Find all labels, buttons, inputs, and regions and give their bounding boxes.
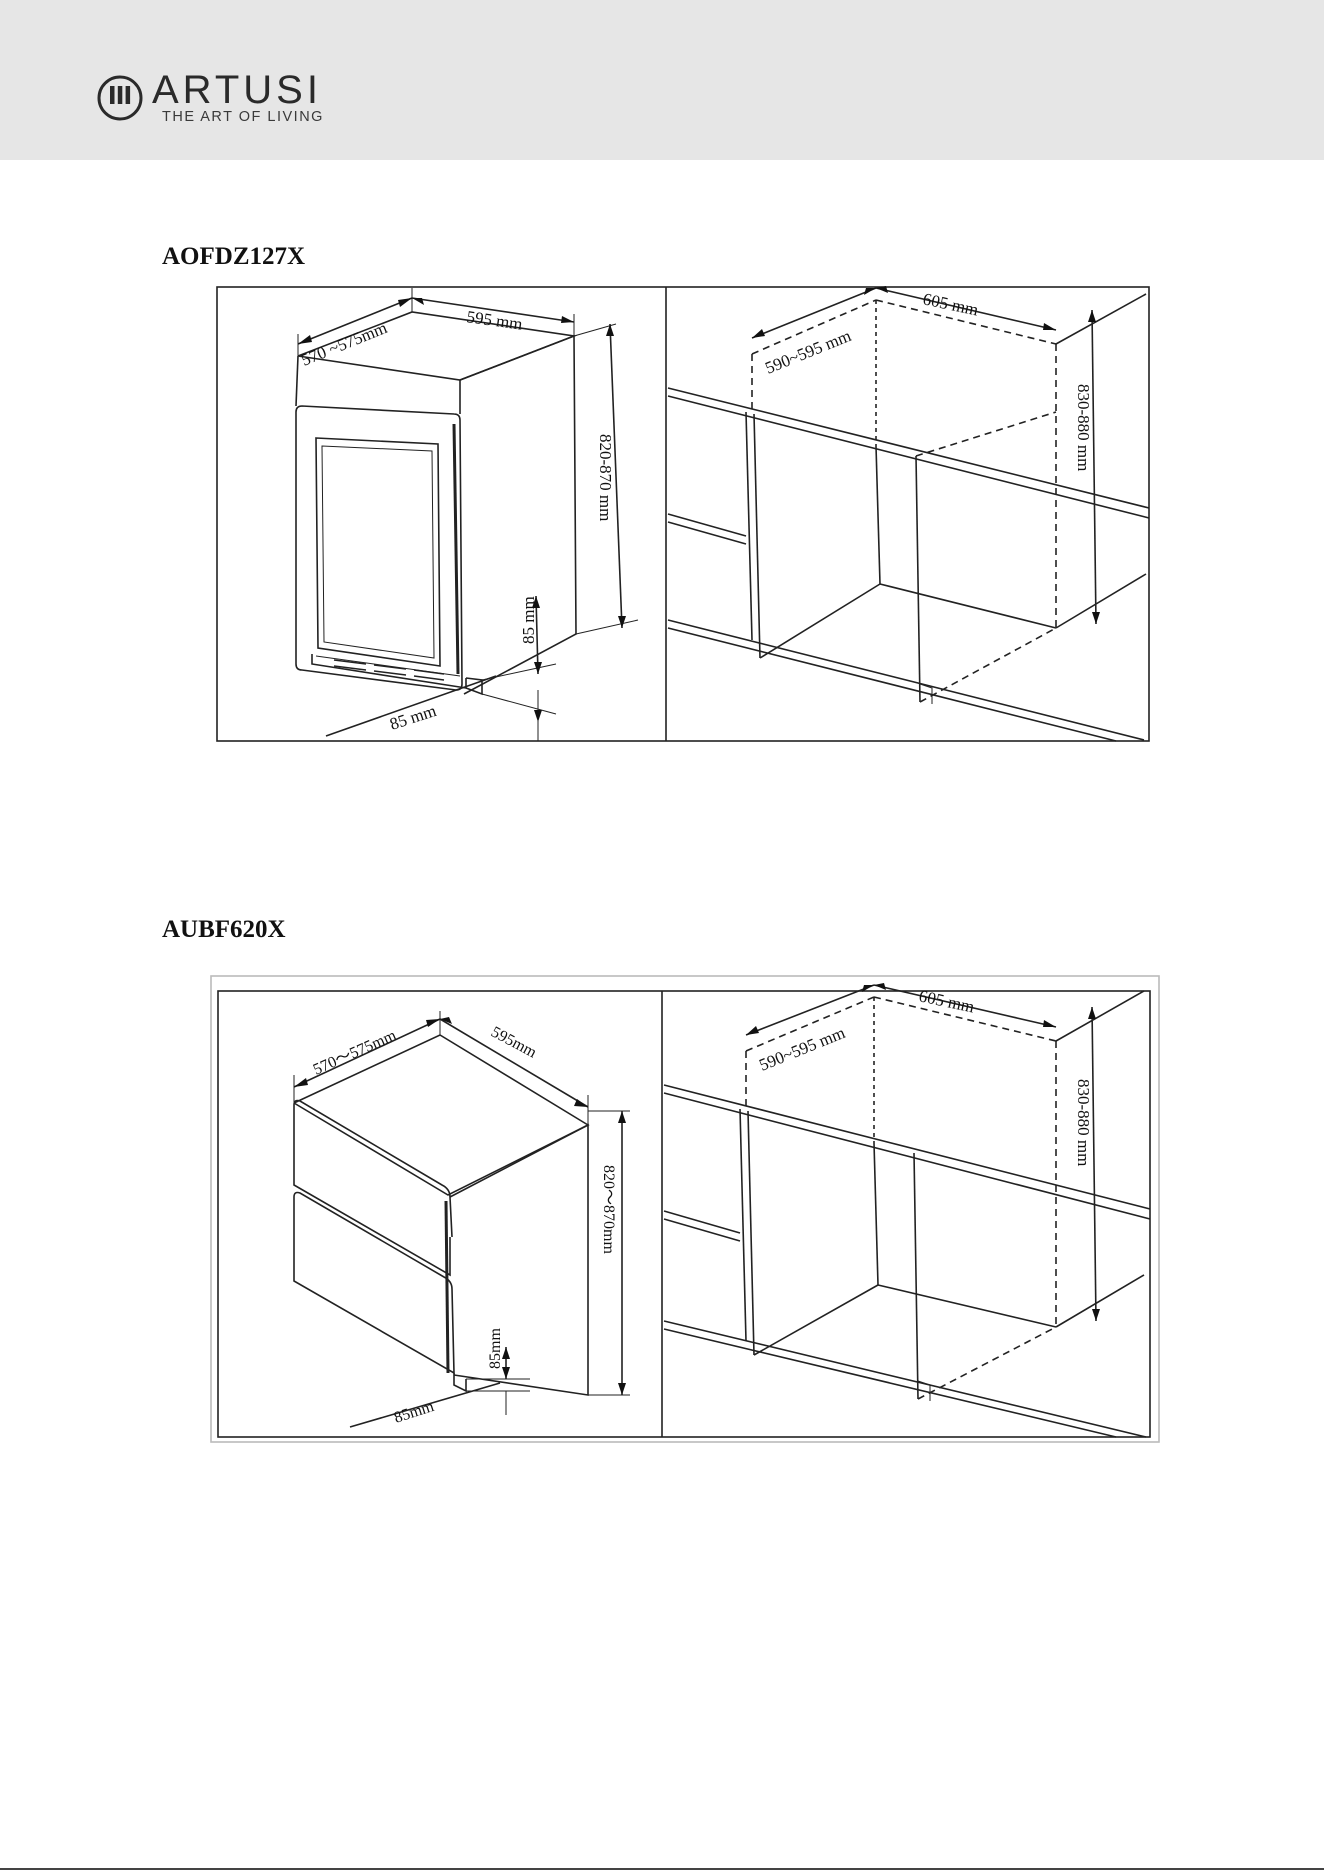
brand-name: ARTUSI [152,66,322,114]
drawing-svg-2: 570～575mm 595mm 820～870mm 85mm 85mm 590~… [210,975,1160,1443]
appliance-height-label: 820-870 mm [596,434,615,521]
appliance-illustration [296,288,638,741]
cavity-height-label: 830-880 mm [1074,1079,1093,1166]
cavity-depth-label: 590~595 mm [756,1023,847,1075]
drawing-frame [217,287,1149,741]
cavity-illustration [664,985,1150,1437]
footer-rule [0,1868,1324,1870]
appliance-width-label: 595mm [488,1024,540,1062]
cavity-illustration [668,288,1149,741]
cavity-height-label: 830-880 mm [1074,384,1093,471]
appliance-width-label: 595 mm [465,307,523,334]
model-title-2: AUBF620X [162,916,286,944]
appliance-plinth-height-label: 85mm [487,1328,504,1369]
cavity-depth-label: 590~595 mm [762,326,853,378]
brand-tagline: THE ART OF LIVING [162,108,324,126]
page-header: ARTUSI THE ART OF LIVING [0,0,1324,160]
dimension-drawing-2: 570～575mm 595mm 820～870mm 85mm 85mm 590~… [210,975,1160,1443]
drawing-svg-1: 570 ~575mm 595 mm 820-870 mm 85 mm 85 mm… [216,284,1150,742]
appliance-height-label: 820～870mm [600,1165,617,1254]
appliance-depth-label: 570～575mm [311,1027,400,1079]
appliance-plinth-height-label: 85 mm [519,596,538,644]
model-title-1: AOFDZ127X [162,243,305,271]
dimension-drawing-1: 570 ~575mm 595 mm 820-870 mm 85 mm 85 mm… [216,284,1150,742]
appliance-illustration [294,1011,630,1427]
artusi-logo-icon [96,74,144,122]
cavity-width-label: 605 mm [921,289,980,319]
appliance-plinth-depth-label: 85mm [392,1398,437,1427]
brand-logo: ARTUSI THE ART OF LIVING [96,68,356,128]
